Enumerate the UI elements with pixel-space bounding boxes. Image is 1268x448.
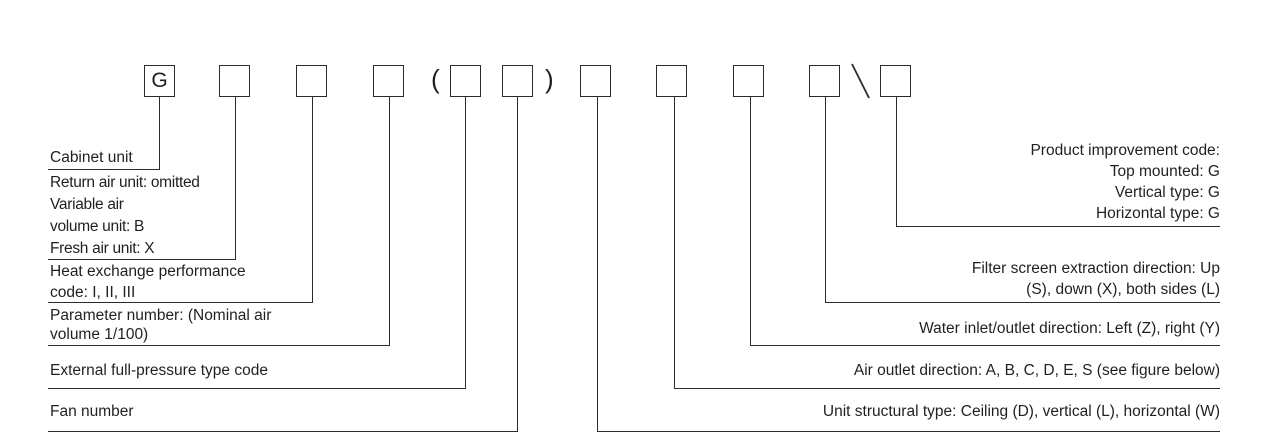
leader-horizontal-unit-type bbox=[48, 259, 236, 260]
label-product-improvement-line-2: Top mounted: G bbox=[1109, 163, 1220, 180]
label-heat-exchange-line-2: code: I, II, III bbox=[50, 284, 136, 301]
code-box-cabinet: G bbox=[144, 65, 175, 97]
leader-vertical-parameter bbox=[389, 97, 390, 345]
leader-vertical-filter bbox=[825, 97, 826, 302]
label-structural-type: Unit structural type: Ceiling (D), verti… bbox=[822, 403, 1220, 420]
leader-horizontal-external-pressure bbox=[48, 388, 466, 389]
leader-horizontal-filter bbox=[825, 302, 1220, 303]
leader-horizontal-structural bbox=[597, 431, 1220, 432]
label-cabinet-unit: Cabinet unit bbox=[50, 149, 133, 166]
leader-vertical-air-outlet bbox=[674, 97, 675, 388]
leader-horizontal-parameter bbox=[48, 345, 390, 346]
label-filter-line-1: Filter screen extraction direction: Up bbox=[971, 260, 1220, 277]
leader-horizontal-cabinet bbox=[48, 169, 160, 170]
label-parameter-line-2: volume 1/100) bbox=[50, 326, 149, 343]
label-fan-number: Fan number bbox=[50, 403, 134, 420]
label-filter-line-2: (S), down (X), both sides (L) bbox=[1026, 281, 1220, 298]
code-box-unit-type bbox=[219, 65, 250, 97]
code-box-heat-exchange bbox=[296, 65, 327, 97]
label-product-improvement-line-4: Horizontal type: G bbox=[1095, 205, 1220, 222]
label-unit-type-line-4: Fresh air unit: X bbox=[50, 240, 155, 257]
label-product-improvement-line-1: Product improvement code: bbox=[1030, 142, 1220, 159]
label-unit-type-line-1: Return air unit: omitted bbox=[50, 174, 200, 191]
code-box-water bbox=[733, 65, 764, 97]
label-external-pressure: External full-pressure type code bbox=[50, 362, 268, 379]
leader-vertical-product-improvement bbox=[896, 97, 897, 226]
label-water-direction: Water inlet/outlet direction: Left (Z), … bbox=[919, 320, 1220, 337]
label-air-outlet-direction: Air outlet direction: A, B, C, D, E, S (… bbox=[853, 362, 1220, 379]
code-box-structural bbox=[580, 65, 611, 97]
label-product-improvement-line-3: Vertical type: G bbox=[1114, 184, 1220, 201]
close-parenthesis: ) bbox=[545, 64, 554, 94]
leader-horizontal-fan bbox=[48, 431, 518, 432]
code-box-fan bbox=[502, 65, 533, 97]
leader-horizontal-heat-exchange bbox=[48, 302, 313, 303]
leader-vertical-unit-type bbox=[235, 97, 236, 259]
code-box-product-improvement bbox=[880, 65, 911, 97]
leader-vertical-structural bbox=[597, 97, 598, 431]
label-unit-type-line-3: volume unit: B bbox=[50, 218, 145, 235]
open-parenthesis: ( bbox=[431, 64, 440, 94]
label-parameter-line-1: Parameter number: (Nominal air bbox=[50, 307, 272, 324]
leader-vertical-fan bbox=[517, 97, 518, 431]
leader-horizontal-air-outlet bbox=[674, 388, 1220, 389]
label-heat-exchange-line-1: Heat exchange performance bbox=[50, 263, 246, 280]
leader-vertical-heat-exchange bbox=[312, 97, 313, 302]
leader-horizontal-water bbox=[750, 345, 1220, 346]
leader-vertical-external-pressure bbox=[465, 97, 466, 388]
leader-vertical-water bbox=[750, 97, 751, 345]
label-unit-type-line-2: Variable air bbox=[50, 196, 124, 213]
leader-vertical-cabinet bbox=[159, 97, 160, 169]
code-box-air-outlet bbox=[656, 65, 687, 97]
leader-horizontal-product-improvement bbox=[896, 226, 1220, 227]
backslash-separator bbox=[851, 63, 870, 99]
code-box-external-pressure bbox=[450, 65, 481, 97]
code-box-parameter bbox=[373, 65, 404, 97]
code-box-filter bbox=[809, 65, 840, 97]
